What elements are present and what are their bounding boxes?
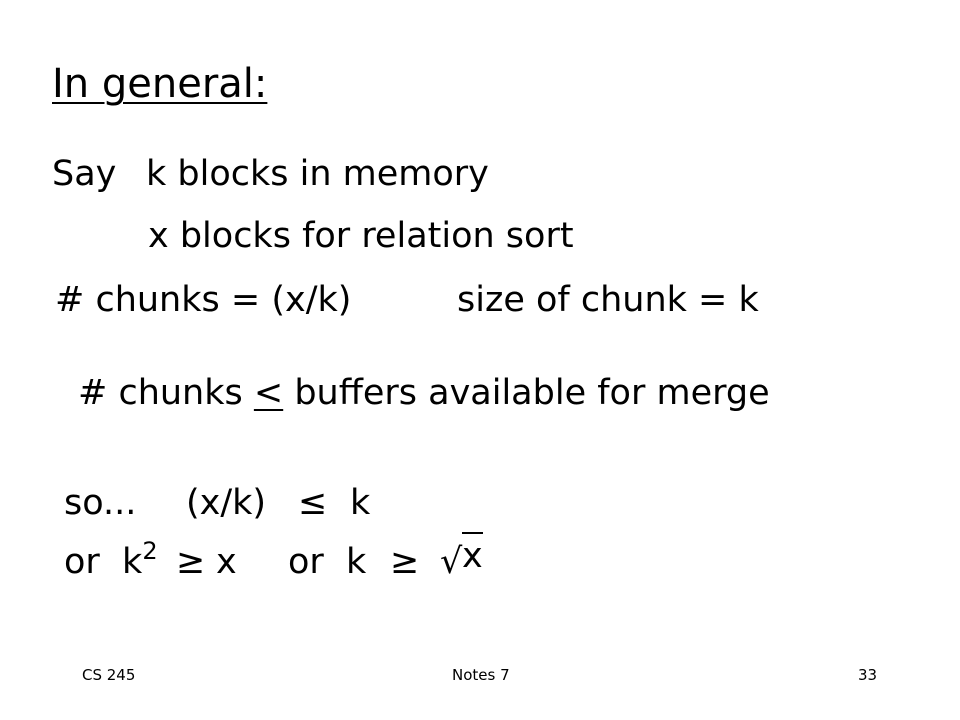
footer-notes: Notes 7 xyxy=(452,666,510,684)
less-equal-symbol: < xyxy=(253,373,284,413)
line-chunks-buffers: # chunks < buffers available for merge xyxy=(78,376,770,411)
slide-title: In general: xyxy=(52,61,268,107)
radicand-x: x xyxy=(462,532,483,576)
sqrt-symbol: √ xyxy=(440,542,463,582)
line-blocks-for-sort: x blocks for relation sort xyxy=(148,216,574,256)
line-say-label: Say xyxy=(52,154,117,194)
line-blocks-in-memory: k blocks in memory xyxy=(146,154,489,194)
line-or-k-squared: or k2 xyxy=(64,539,158,582)
line-so-expression: (x/k) xyxy=(186,483,267,523)
footer-course: CS 245 xyxy=(82,666,136,684)
footer-page-number: 33 xyxy=(858,666,878,684)
line-chunks-count: # chunks = (x/k) xyxy=(55,280,352,320)
line-so-label: so... xyxy=(64,483,137,523)
sqrt-radicand: x xyxy=(462,532,483,576)
or-k-text-2: or k xyxy=(288,542,367,582)
chunks-text: # chunks xyxy=(78,373,254,413)
or-k-text: or k xyxy=(64,542,143,582)
x-term-1: x xyxy=(216,542,237,582)
buffers-text: buffers available for merge xyxy=(283,373,770,413)
line-so-operator: ≤ xyxy=(298,483,328,523)
ge-symbol-1: ≥ xyxy=(176,542,206,582)
exponent: 2 xyxy=(142,537,158,565)
line-so-k: k xyxy=(350,483,371,523)
line-chunk-size: size of chunk = k xyxy=(457,280,759,320)
ge-symbol-2: ≥ xyxy=(390,542,420,582)
